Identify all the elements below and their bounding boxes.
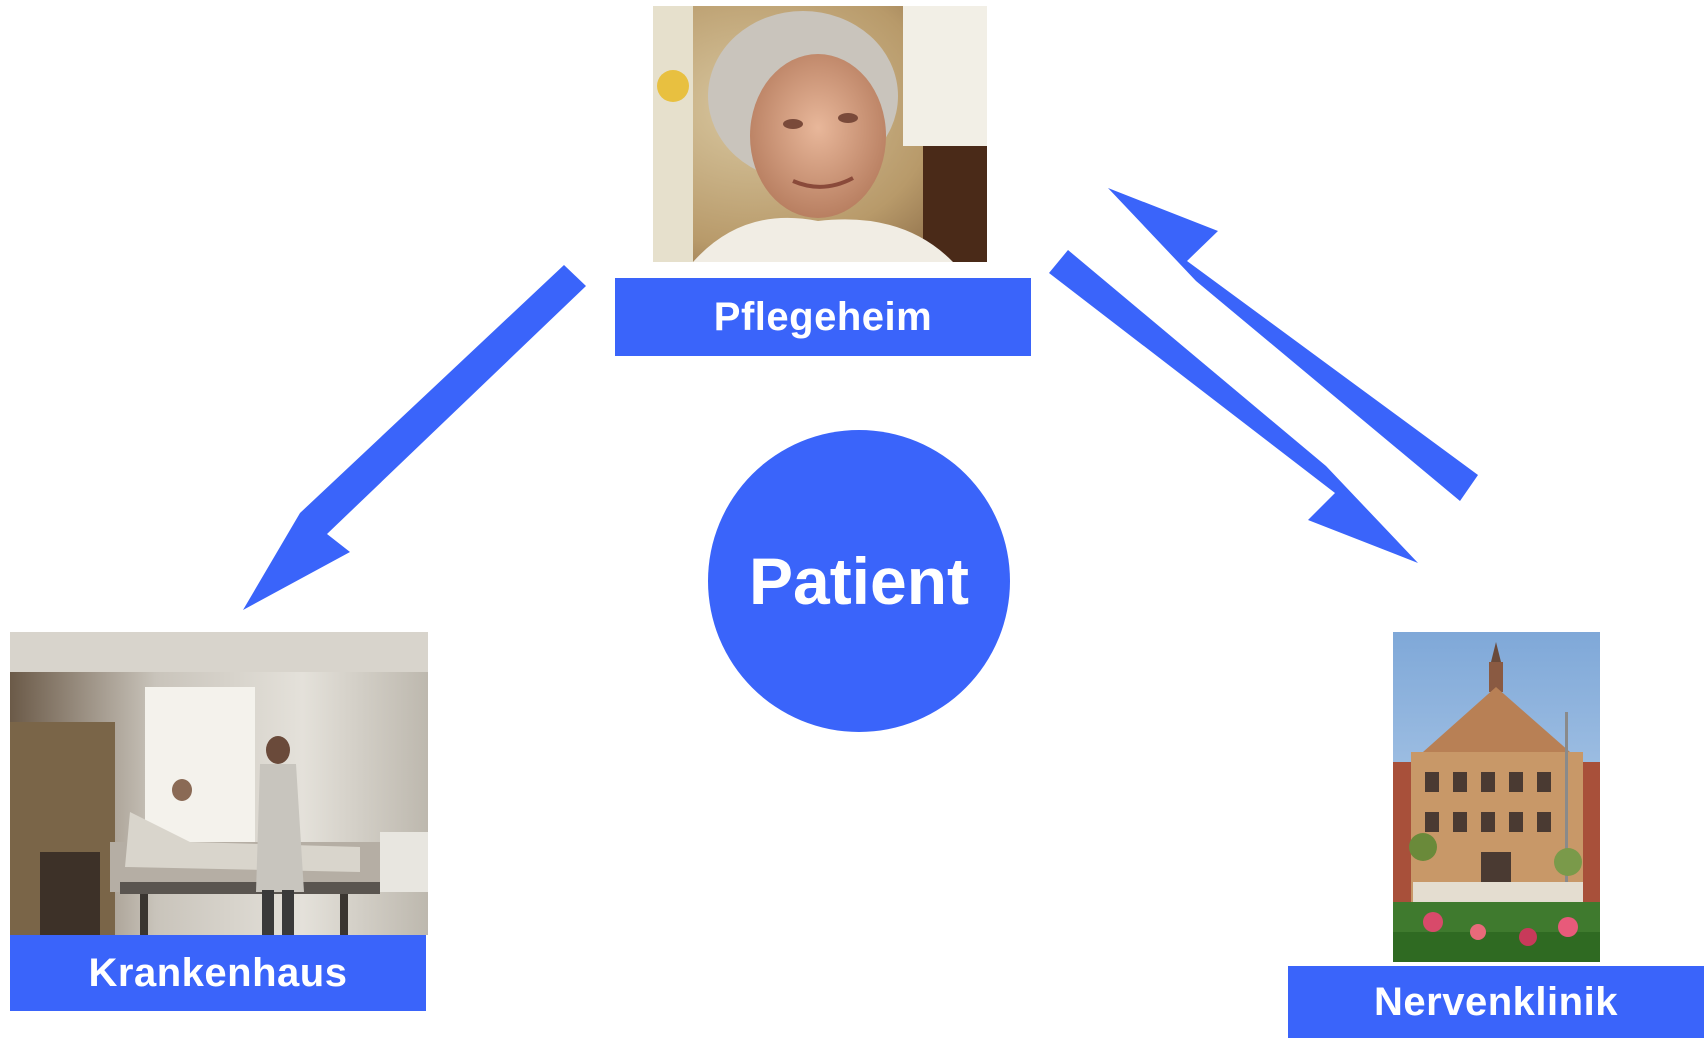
arrow-nervenklinik-to-pflegeheim [1108,188,1478,501]
patient-label: Patient [748,544,970,618]
hospital-room-photo [10,632,428,935]
patient-circle: Patient [708,430,1010,732]
label-krankenhaus: Krankenhaus [10,935,426,1011]
elderly-woman-photo [653,6,987,262]
label-nervenklinik: Nervenklinik [1288,966,1704,1038]
clinic-building-photo [1393,632,1600,962]
label-pflegeheim: Pflegeheim [615,278,1031,356]
arrow-pflegeheim-to-krankenhaus [243,265,586,610]
arrow-pflegeheim-to-nervenklinik [1049,250,1418,563]
